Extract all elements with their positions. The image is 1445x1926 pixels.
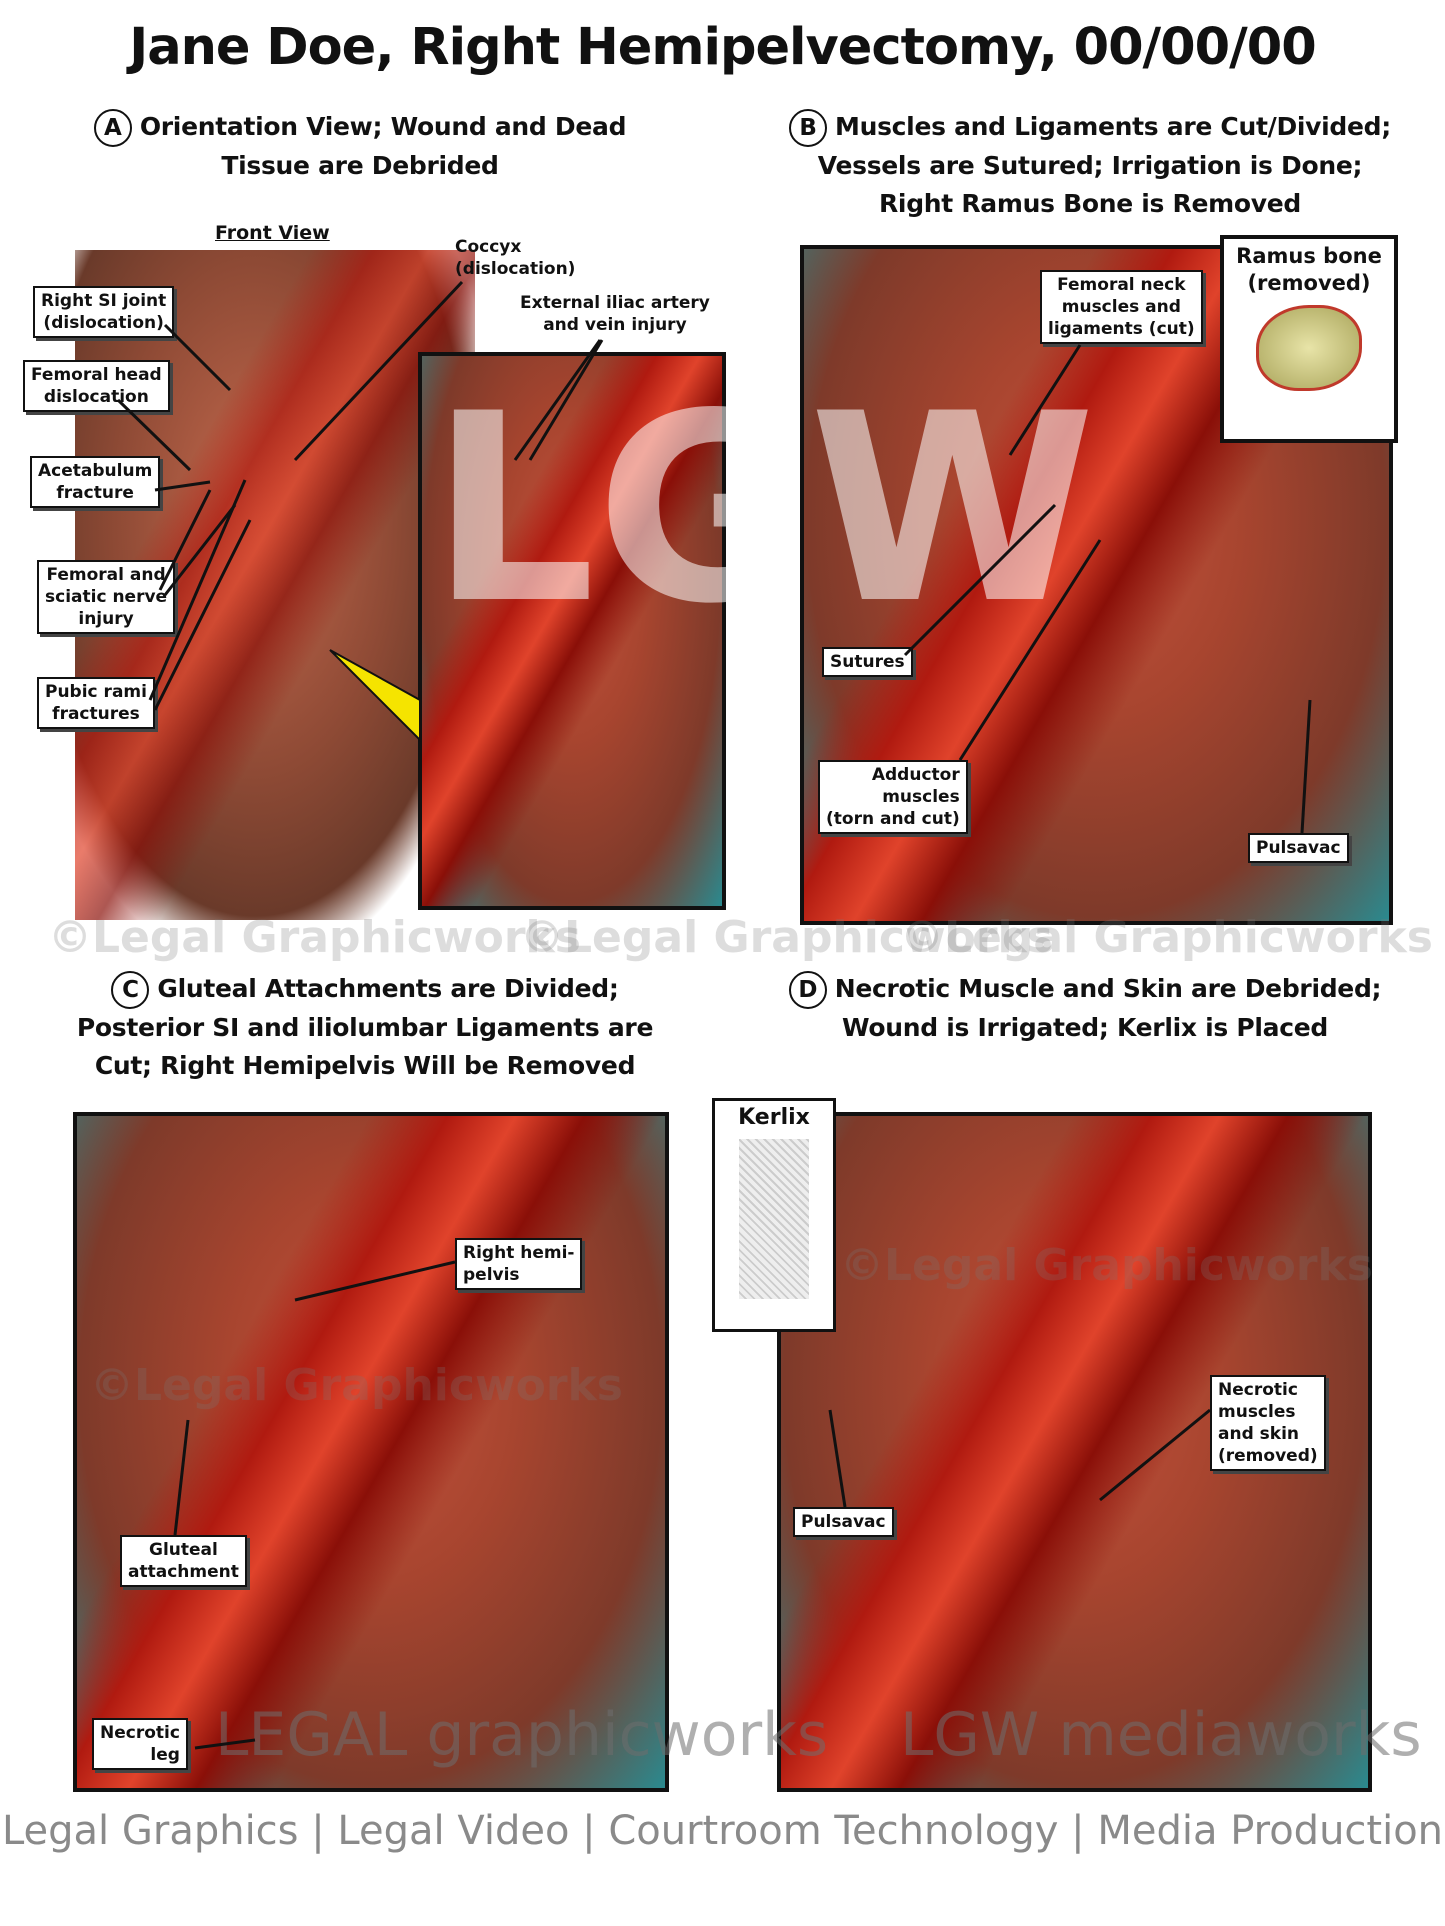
lgw-mediaworks-logo: LGW mediaworks <box>900 1700 1422 1770</box>
section-c-letter: C <box>111 971 150 1009</box>
label-right-si-joint: Right SI joint(dislocation) <box>33 286 175 338</box>
section-c-line1: Gluteal Attachments are Divided; <box>157 974 619 1003</box>
watermark: ©Legal Graphicworks <box>90 1360 623 1411</box>
page-title: Jane Doe, Right Hemipelvectomy, 00/00/00 <box>129 18 1317 77</box>
label-line: attachment <box>128 1562 239 1582</box>
label-line: Necrotic <box>100 1723 180 1743</box>
section-d-letter: D <box>788 971 827 1009</box>
label-right-hemipelvis: Right hemi-pelvis <box>455 1238 583 1290</box>
label-line: sciatic nerve <box>45 587 168 607</box>
section-d-line2: Wound is Irrigated; Kerlix is Placed <box>842 1013 1328 1042</box>
label-line: pelvis <box>463 1265 520 1285</box>
section-a-letter: A <box>93 109 132 147</box>
label-line: muscles <box>882 787 960 807</box>
panel-c-illustration <box>73 1112 669 1792</box>
label-line: External iliac artery <box>520 293 710 313</box>
label-coccyx: Coccyx(dislocation) <box>455 236 575 280</box>
label-line: Femoral neck <box>1057 275 1186 295</box>
legal-graphicworks-logo: LEGAL graphicworks <box>215 1700 829 1770</box>
front-view-label: Front View <box>215 222 330 244</box>
label-line: ligaments (cut) <box>1048 319 1195 339</box>
label-line: Femoral and <box>46 565 166 585</box>
wound-closeup-inset <box>418 352 726 910</box>
section-b-line1: Muscles and Ligaments are Cut/Divided; <box>835 112 1391 141</box>
label-kerlix: Kerlix <box>738 1105 810 1130</box>
label-line: (removed) <box>1218 1446 1318 1466</box>
ramus-bone-image <box>1256 305 1362 391</box>
label-line: Right SI joint <box>41 291 167 311</box>
label-line: Gluteal <box>149 1540 218 1560</box>
label-line: and vein injury <box>543 315 687 335</box>
watermark: ©Legal Graphicworks <box>520 912 1053 963</box>
label-ramus-bone: Ramus bone (removed) <box>1224 243 1394 297</box>
section-d-line1: Necrotic Muscle and Skin are Debrided; <box>834 974 1382 1003</box>
section-b-letter: B <box>789 109 827 147</box>
label-sutures: Sutures <box>822 647 913 677</box>
label-line: Necrotic <box>1218 1380 1298 1400</box>
label-line: (dislocation) <box>455 259 576 279</box>
lgw-big-watermark: LGW <box>430 359 1096 661</box>
label-line: dislocation <box>43 387 149 407</box>
label-line: leg <box>150 1745 180 1765</box>
label-line: fractures <box>52 704 140 724</box>
section-b-line3: Right Ramus Bone is Removed <box>878 189 1302 218</box>
section-b-line2: Vessels are Sutured; Irrigation is Done; <box>817 151 1363 180</box>
footer-tagline: Legal Graphics | Legal Video | Courtroom… <box>1 1808 1444 1854</box>
label-line: and skin <box>1218 1424 1300 1444</box>
section-c-line2: Posterior SI and iliolumbar Ligaments ar… <box>76 1013 654 1042</box>
label-line: Adductor <box>871 765 960 785</box>
label-line: muscles and <box>1061 297 1181 317</box>
watermark: ©Legal Graphicworks <box>840 1240 1373 1291</box>
section-c-line3: Cut; Right Hemipelvis Will be Removed <box>94 1051 636 1080</box>
label-line: Ramus bone <box>1236 244 1382 268</box>
label-line: Pubic rami <box>45 682 147 702</box>
label-line: Right hemi- <box>463 1243 575 1263</box>
label-line: (removed) <box>1247 271 1371 295</box>
watermark: ©Legal Graphicworks <box>900 912 1433 963</box>
label-line: injury <box>78 609 134 629</box>
kerlix-inset: Kerlix <box>712 1098 836 1332</box>
label-line: (dislocation) <box>43 313 164 333</box>
label-line: muscles <box>1218 1402 1296 1422</box>
label-pulsavac-b: Pulsavac <box>1248 833 1349 863</box>
label-line: fracture <box>56 483 134 503</box>
wound-area <box>77 1116 665 1788</box>
label-pulsavac-d: Pulsavac <box>793 1507 894 1537</box>
kerlix-gauze-image <box>739 1139 809 1299</box>
label-line: (torn and cut) <box>826 809 960 829</box>
label-line: Femoral head <box>31 365 162 385</box>
label-line: Acetabulum <box>38 461 153 481</box>
section-a-line2: Tissue are Debrided <box>221 151 499 180</box>
label-line: Coccyx <box>455 237 522 257</box>
watermark: ©Legal Graphicworks <box>48 912 581 963</box>
ramus-bone-inset: Ramus bone (removed) <box>1220 235 1398 443</box>
section-a-line1: Orientation View; Wound and Dead <box>139 112 627 141</box>
